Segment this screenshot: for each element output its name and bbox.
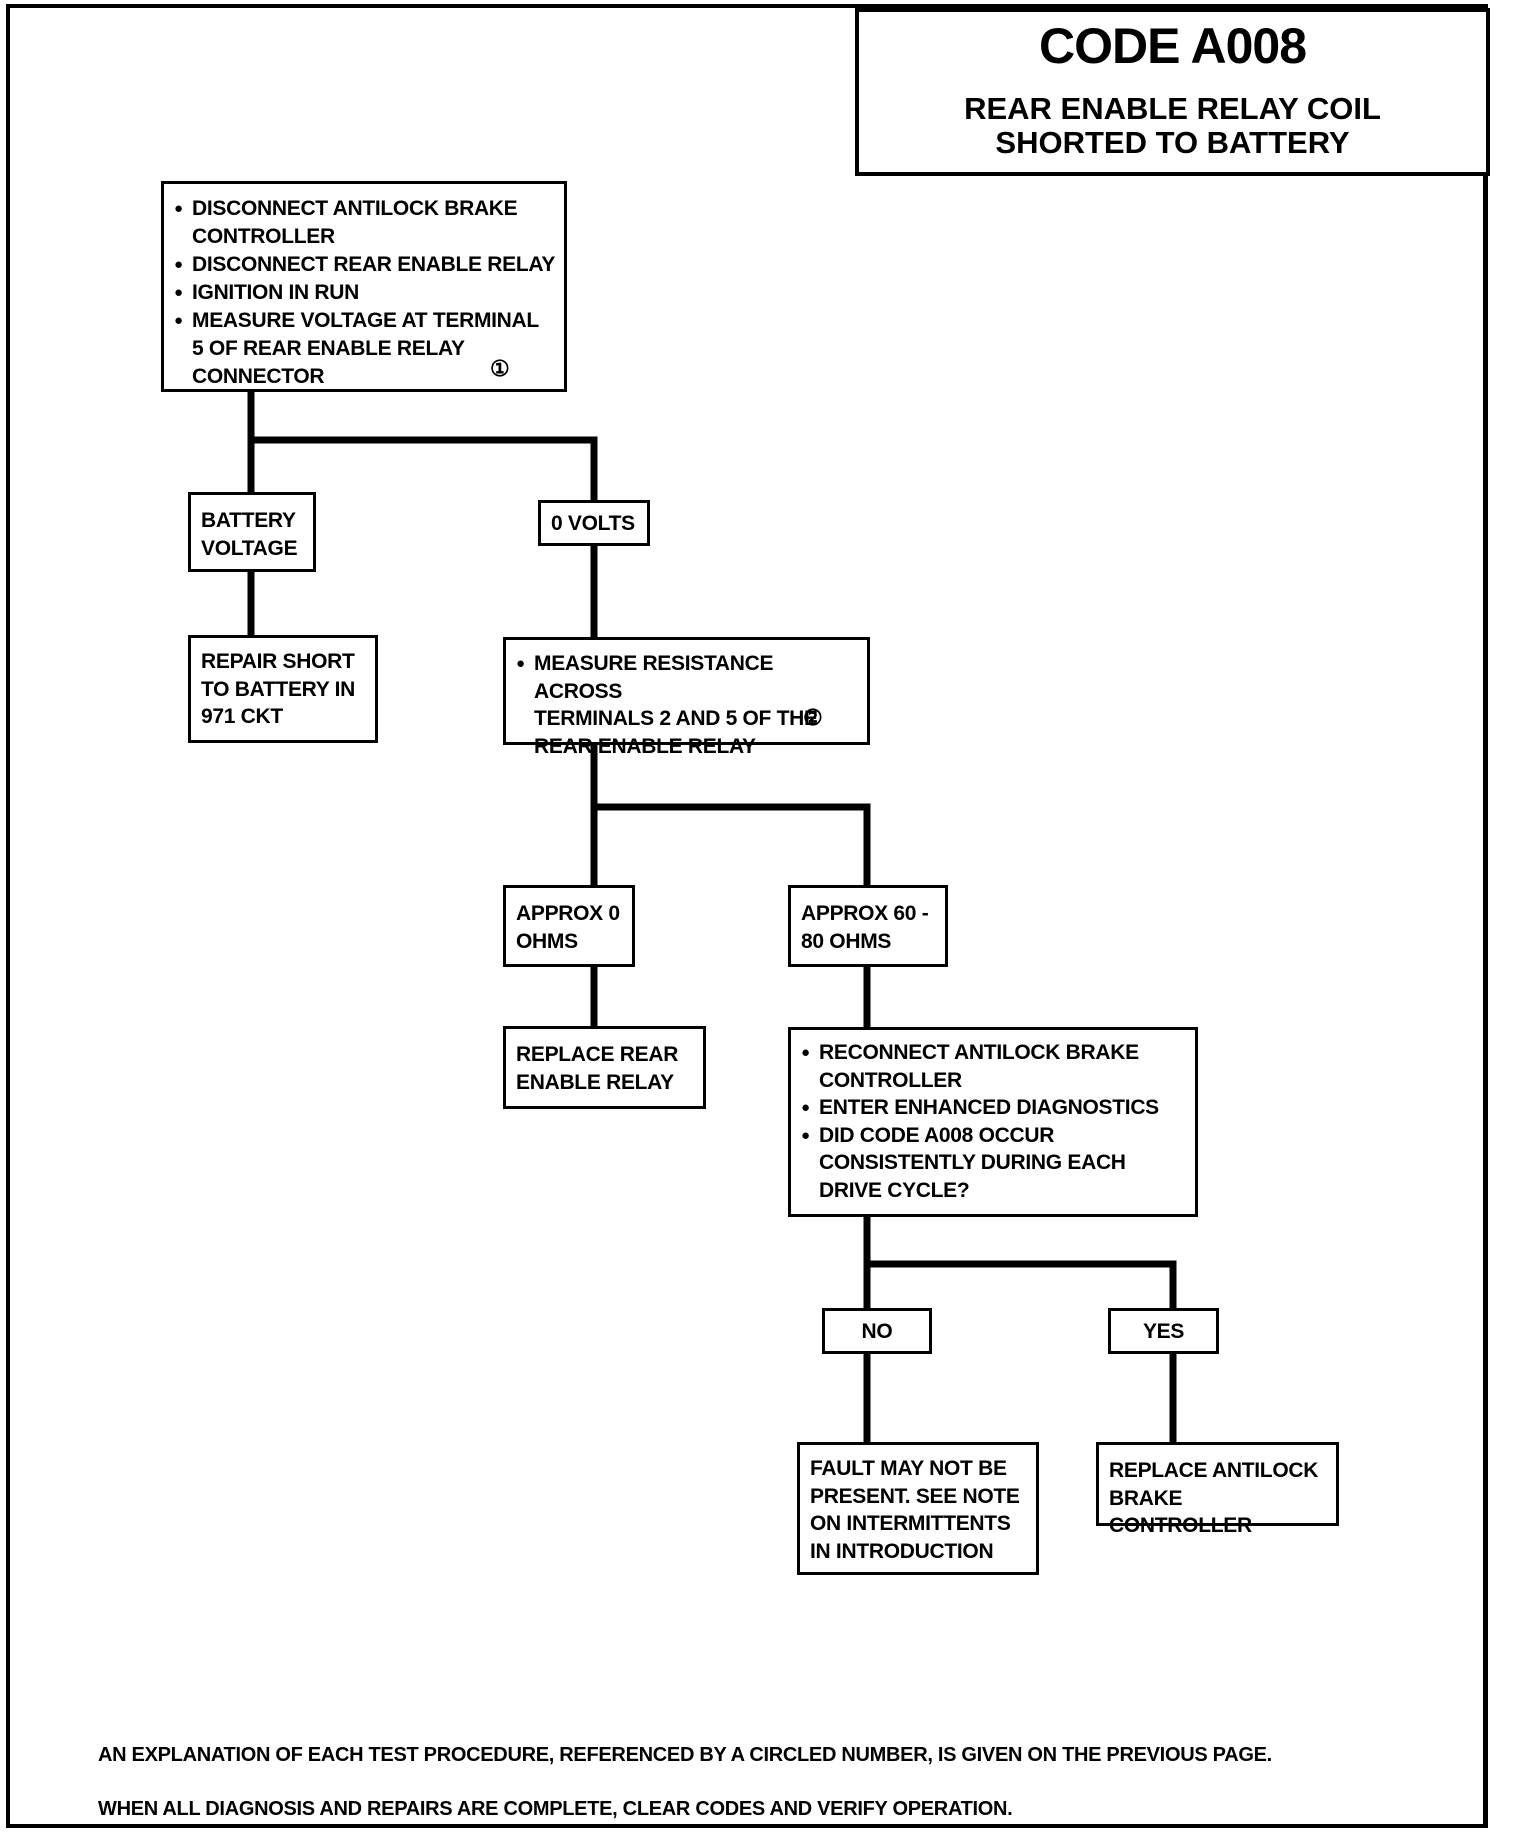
step-text: TERMINALS 2 AND 5 OF THE <box>534 707 818 730</box>
page-frame <box>6 4 1488 1828</box>
box-text: REPLACE REAR <box>516 1043 679 1066</box>
yes-box: YES <box>1108 1308 1219 1354</box>
page-title: CODE A008 <box>1038 18 1307 74</box>
step-text: ENTER ENHANCED DIAGNOSTICS <box>819 1096 1159 1119</box>
box-text: OHMS <box>516 929 578 953</box>
repair-short-box: REPAIR SHORT TO BATTERY IN 971 CKT <box>188 635 378 743</box>
box-text: REPAIR SHORT <box>201 650 355 673</box>
box-text: 80 OHMS <box>801 929 892 953</box>
box-text: BRAKE CONTROLLER <box>1109 1486 1252 1538</box>
box-text: YES <box>1142 1320 1185 1343</box>
step-text: DID CODE A008 OCCUR <box>819 1123 1055 1147</box>
approx-0-ohms-box: APPROX 0 OHMS <box>503 885 635 967</box>
box-text: IN INTRODUCTION <box>810 1539 994 1563</box>
box-text: BATTERY <box>201 509 296 532</box>
step-bullet: IGNITION IN RUN <box>174 279 556 307</box>
step-text: 5 OF REAR ENABLE RELAY <box>192 337 465 360</box>
no-box: NO <box>822 1308 932 1354</box>
step-bullet: RECONNECT ANTILOCK BRAKE CONTROLLER <box>801 1039 1187 1094</box>
footer-note-explanation: AN EXPLANATION OF EACH TEST PROCEDURE, R… <box>98 1744 1272 1766</box>
step-bullet: DID CODE A008 OCCUR CONSISTENTLY DURING … <box>801 1122 1187 1205</box>
box-text: TO BATTERY IN <box>201 677 356 701</box>
step-bullet: MEASURE VOLTAGE AT TERMINAL 5 OF REAR EN… <box>174 307 556 391</box>
title-subtitle: REAR ENABLE RELAY COIL SHORTED TO BATTER… <box>859 92 1486 160</box>
box-text: REPLACE ANTILOCK <box>1109 1459 1319 1482</box>
title-box: CODE A008 REAR ENABLE RELAY COIL SHORTED… <box>855 8 1490 176</box>
step-text: RECONNECT ANTILOCK BRAKE <box>819 1041 1139 1064</box>
footer-note-clear-codes: WHEN ALL DIAGNOSIS AND REPAIRS ARE COMPL… <box>98 1798 1013 1820</box>
box-text: 0 VOLTS <box>551 512 635 535</box>
box-text: ON INTERMITTENTS <box>810 1512 1011 1535</box>
box-text: 971 CKT <box>201 705 283 728</box>
step-bullet: ENTER ENHANCED DIAGNOSTICS <box>801 1094 1187 1122</box>
replace-controller-box: REPLACE ANTILOCK BRAKE CONTROLLER <box>1096 1442 1339 1537</box>
box-text: PRESENT. SEE NOTE <box>810 1484 1020 1508</box>
step3-box: RECONNECT ANTILOCK BRAKE CONTROLLER ENTE… <box>788 1027 1198 1217</box>
step-text: CONNECTOR <box>192 365 325 388</box>
step-bullet: MEASURE RESISTANCE ACROSS TERMINALS 2 AN… <box>516 650 859 760</box>
step-bullet: DISCONNECT REAR ENABLE RELAY <box>174 251 556 279</box>
box-text: APPROX 60 - <box>801 902 929 925</box>
step-text: DISCONNECT REAR ENABLE RELAY <box>192 253 556 276</box>
box-text: ENABLE RELAY <box>516 1070 674 1094</box>
box-text: APPROX 0 <box>516 902 620 925</box>
replace-relay-box: REPLACE REAR ENABLE RELAY <box>503 1026 706 1109</box>
step-text: CONTROLLER <box>192 225 335 248</box>
step-text: CONTROLLER <box>819 1068 962 1092</box>
step1-box: DISCONNECT ANTILOCK BRAKE CONTROLLER DIS… <box>161 181 567 392</box>
step-text: CONSISTENTLY DURING EACH <box>819 1151 1126 1174</box>
approx-60-80-ohms-box: APPROX 60 - 80 OHMS <box>788 885 948 967</box>
step-text: IGNITION IN RUN <box>192 281 359 304</box>
test-ref-2-icon: ② <box>803 705 823 730</box>
subtitle-line: REAR ENABLE RELAY COIL <box>964 91 1381 126</box>
box-text: FAULT MAY NOT BE <box>810 1457 1007 1480</box>
test-ref-1-icon: ① <box>490 356 510 381</box>
step-text: MEASURE VOLTAGE AT TERMINAL <box>192 309 539 332</box>
step-text: MEASURE RESISTANCE ACROSS <box>534 652 774 703</box>
battery-voltage-box: BATTERY VOLTAGE <box>188 492 316 572</box>
step-bullet: DISCONNECT ANTILOCK BRAKE CONTROLLER <box>174 195 556 251</box>
step-text: DISCONNECT ANTILOCK BRAKE <box>192 197 518 220</box>
step2-box: MEASURE RESISTANCE ACROSS TERMINALS 2 AN… <box>503 637 870 758</box>
fault-box: FAULT MAY NOT BE PRESENT. SEE NOTE ON IN… <box>797 1442 1039 1575</box>
zero-volts-box: 0 VOLTS <box>538 500 650 546</box>
step-text: REAR ENABLE RELAY <box>534 734 756 758</box>
box-text: NO <box>861 1320 893 1343</box>
subtitle-line: SHORTED TO BATTERY <box>995 125 1350 160</box>
box-text: VOLTAGE <box>201 536 298 560</box>
step-text: DRIVE CYCLE? <box>819 1178 970 1202</box>
